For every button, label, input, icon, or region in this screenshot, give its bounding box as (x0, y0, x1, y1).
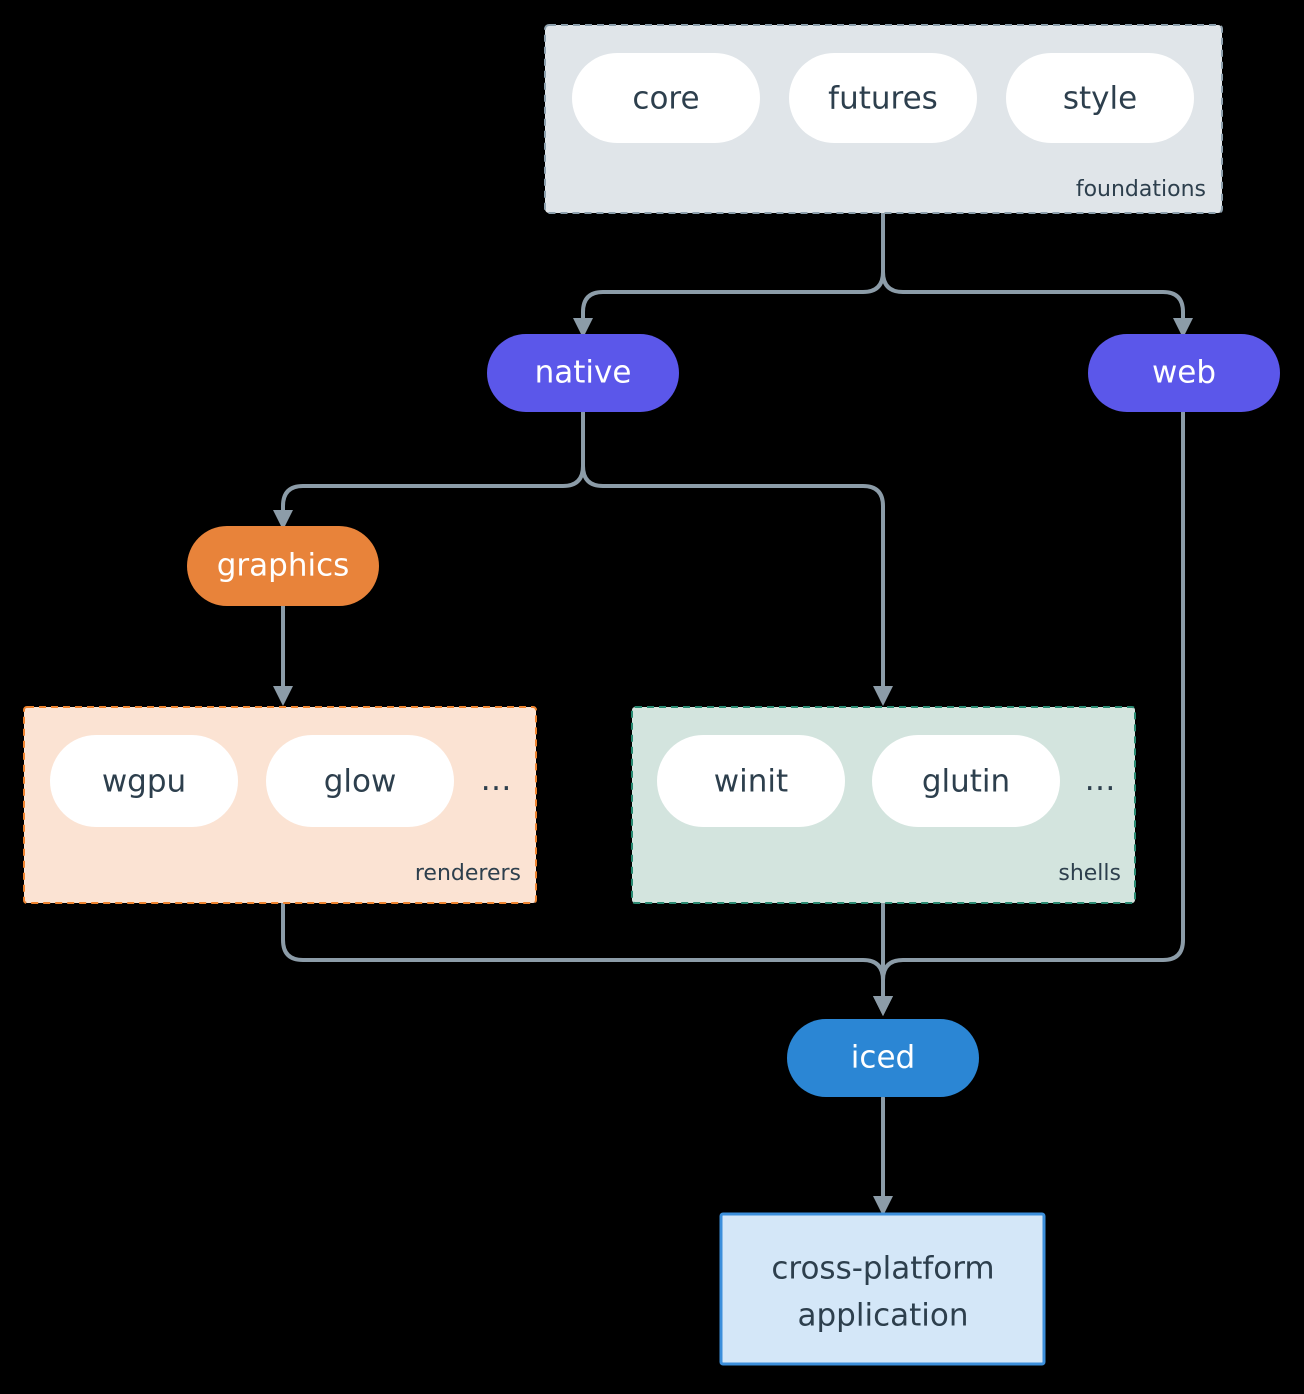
cluster-renderers-label: renderers (415, 861, 521, 886)
node-graphics-label: graphics (217, 548, 350, 584)
node-renderers-more-label: … (481, 762, 512, 798)
node-glutin-label: glutin (922, 764, 1010, 800)
edge-web-iced (873, 410, 1185, 1016)
edge-native-graphics (273, 410, 585, 530)
edge-iced-application (873, 1096, 893, 1216)
edge-renderers-iced (281, 902, 893, 1016)
node-winit[interactable]: winit (657, 735, 845, 827)
node-winit-shape[interactable] (657, 735, 845, 827)
node-web-shape[interactable] (1088, 334, 1280, 412)
node-application-label-line-2: application (798, 1298, 969, 1334)
node-style[interactable]: style (1006, 53, 1194, 143)
node-futures-shape[interactable] (789, 53, 977, 143)
node-glutin[interactable]: glutin (872, 735, 1060, 827)
node-web-label: web (1152, 355, 1216, 391)
node-glow-shape[interactable] (266, 735, 454, 827)
edge-foundations-web (881, 212, 1193, 338)
node-application[interactable]: cross-platform application (719, 1212, 1046, 1366)
node-glow-label: glow (324, 764, 397, 800)
node-futures[interactable]: futures (789, 53, 977, 143)
node-application-shape[interactable] (719, 1212, 1046, 1366)
cluster-shells: winit glutin … shells (631, 706, 1136, 904)
node-application-label-line-1: cross-platform (771, 1251, 994, 1287)
node-futures-label: futures (828, 81, 938, 117)
cluster-foundations: core futures style foundations (544, 24, 1223, 214)
edge-layer (273, 212, 1193, 1216)
node-native-label: native (535, 355, 632, 391)
node-winit-label: winit (714, 764, 788, 800)
cluster-foundations-label: foundations (1076, 177, 1206, 202)
node-iced[interactable]: iced (787, 1019, 979, 1097)
node-graphics-shape[interactable] (187, 526, 379, 606)
node-glow[interactable]: glow (266, 735, 454, 827)
node-glutin-shape[interactable] (872, 735, 1060, 827)
node-graphics[interactable]: graphics (187, 526, 379, 606)
node-native[interactable]: native (487, 334, 679, 412)
node-core[interactable]: core (572, 53, 760, 143)
node-wgpu-label: wgpu (102, 764, 186, 800)
node-iced-shape[interactable] (787, 1019, 979, 1097)
node-wgpu-shape[interactable] (50, 735, 238, 827)
node-core-shape[interactable] (572, 53, 760, 143)
node-web[interactable]: web (1088, 334, 1280, 412)
node-wgpu[interactable]: wgpu (50, 735, 238, 827)
node-shells-more-label: … (1085, 762, 1116, 798)
node-native-shape[interactable] (487, 334, 679, 412)
edge-graphics-renderers (273, 604, 293, 706)
edge-native-shells (581, 410, 893, 706)
cluster-shells-label: shells (1058, 861, 1121, 886)
node-style-shape[interactable] (1006, 53, 1194, 143)
node-core-label: core (632, 81, 699, 117)
cluster-renderers: wgpu glow … renderers (23, 706, 537, 904)
edge-foundations-native (573, 212, 885, 338)
node-style-label: style (1063, 81, 1137, 117)
node-iced-label: iced (851, 1040, 915, 1076)
